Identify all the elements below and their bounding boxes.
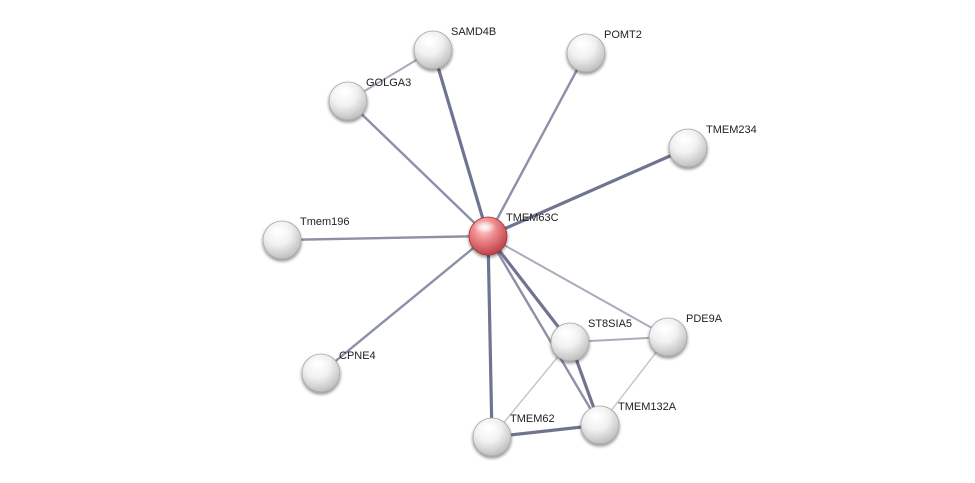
node-label-tmem196: Tmem196 bbox=[300, 216, 350, 228]
node-st8sia5[interactable]: ST8SIA5 bbox=[550, 318, 632, 362]
node-golga3[interactable]: GOLGA3 bbox=[328, 77, 411, 121]
node-label-pomt2: POMT2 bbox=[604, 29, 642, 41]
edge-tmem63c-tmem132a bbox=[486, 234, 602, 427]
node-tmem196[interactable]: Tmem196 bbox=[262, 216, 350, 260]
node-highlight-tmem132a bbox=[586, 410, 608, 422]
node-highlight-tmem196 bbox=[268, 225, 290, 237]
edge-tmem63c-pde9a bbox=[487, 235, 669, 338]
node-label-tmem234: TMEM234 bbox=[706, 124, 757, 136]
node-highlight-cpne4 bbox=[307, 358, 329, 370]
edge-tmem63c-samd4b bbox=[431, 48, 490, 238]
node-tmem132a[interactable]: TMEM132A bbox=[580, 401, 677, 445]
node-pde9a[interactable]: PDE9A bbox=[648, 313, 723, 357]
node-highlight-tmem62 bbox=[478, 422, 500, 434]
edge-st8sia5-tmem62 bbox=[491, 341, 571, 438]
node-label-st8sia5: ST8SIA5 bbox=[588, 318, 632, 330]
node-label-samd4b: SAMD4B bbox=[451, 26, 496, 38]
node-highlight-golga3 bbox=[334, 86, 356, 98]
node-label-tmem63c: TMEM63C bbox=[506, 212, 559, 224]
node-tmem234[interactable]: TMEM234 bbox=[668, 124, 757, 168]
node-label-tmem62: TMEM62 bbox=[510, 413, 555, 425]
node-label-cpne4: CPNE4 bbox=[339, 350, 376, 362]
edge-tmem63c-st8sia5 bbox=[486, 234, 572, 344]
node-tmem62[interactable]: TMEM62 bbox=[472, 413, 555, 457]
node-pomt2[interactable]: POMT2 bbox=[566, 29, 642, 73]
edge-tmem63c-tmem62 bbox=[486, 234, 494, 439]
node-tmem63c[interactable]: TMEM63C bbox=[468, 212, 559, 256]
node-label-golga3: GOLGA3 bbox=[366, 77, 411, 89]
edge-tmem63c-tmem234 bbox=[486, 146, 690, 238]
edge-tmem63c-pomt2 bbox=[486, 51, 588, 238]
node-samd4b[interactable]: SAMD4B bbox=[413, 26, 496, 70]
edge-tmem63c-golga3 bbox=[346, 99, 490, 238]
node-highlight-tmem234 bbox=[674, 133, 696, 145]
edge-tmem63c-cpne4 bbox=[319, 234, 490, 375]
node-highlight-st8sia5 bbox=[556, 327, 578, 339]
edge-tmem63c-tmem196 bbox=[280, 234, 490, 242]
node-highlight-tmem63c bbox=[474, 221, 496, 233]
node-label-pde9a: PDE9A bbox=[686, 313, 723, 325]
node-cpne4[interactable]: CPNE4 bbox=[301, 350, 376, 393]
node-highlight-pomt2 bbox=[572, 38, 594, 50]
nodes-layer: TMEM63C SAMD4B POMT2GOLGA3TMEM234Tmem196ST… bbox=[262, 26, 757, 457]
node-highlight-pde9a bbox=[654, 322, 676, 334]
node-highlight-samd4b bbox=[419, 35, 441, 47]
node-label-tmem132a: TMEM132A bbox=[618, 401, 677, 413]
